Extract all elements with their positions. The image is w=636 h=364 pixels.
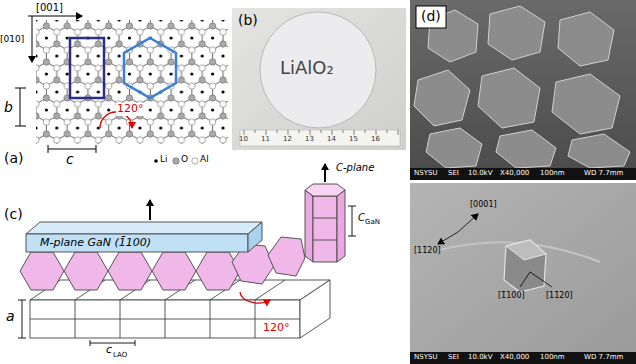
- angle-label: 120°: [116, 103, 145, 116]
- sem-info: 100nm: [540, 353, 565, 361]
- ruler-number: 15: [349, 135, 358, 143]
- direction-label: [11̄20]: [414, 246, 441, 255]
- sem-info: 100nm: [540, 169, 565, 177]
- sem-info: WD 7.7mm: [584, 353, 623, 361]
- panel-label: (a): [4, 150, 24, 166]
- direction-label: [001]: [36, 2, 63, 14]
- sem-info: 10.0kV: [468, 353, 492, 361]
- direction-label: [0001]: [470, 200, 497, 209]
- direction-label: [11̄20]: [546, 291, 573, 300]
- ruler-number: 10: [239, 135, 248, 143]
- wafer-photo: [232, 8, 406, 150]
- sem-info: NSYSU: [414, 169, 438, 177]
- atom-label: O: [181, 154, 188, 164]
- dimension-label: c: [66, 151, 74, 167]
- direction-label: [1̄100]: [498, 291, 525, 300]
- wafer-text: LiAlO₂: [280, 58, 334, 79]
- crystal-lattice: [15, 16, 228, 164]
- sem-info: X40,000: [500, 353, 529, 361]
- sem-info: SEI: [448, 353, 459, 361]
- dimension-label: C: [358, 212, 365, 224]
- sem-images: [410, 0, 636, 364]
- sem-info: WD 7.7mm: [584, 169, 623, 177]
- panel-label: (c): [4, 206, 23, 222]
- ruler-number: 11: [261, 135, 270, 143]
- sem-info: X40,000: [500, 169, 529, 177]
- ruler-number: 16: [371, 135, 380, 143]
- ruler-number: 13: [305, 135, 314, 143]
- layer-label: M-plane GaN (1̄100): [40, 237, 151, 250]
- atom-label: Li: [160, 154, 168, 164]
- panel-label: (b): [238, 12, 258, 28]
- angle-label: 120°: [262, 322, 291, 335]
- sem-info: NSYSU: [414, 353, 438, 361]
- dimension-label: b: [4, 99, 13, 115]
- sem-info: SEI: [448, 169, 459, 177]
- sem-info: 10.0kV: [468, 169, 492, 177]
- atom-label: Al: [200, 154, 209, 164]
- ruler-number: 14: [327, 135, 336, 143]
- ruler-number: 12: [283, 135, 292, 143]
- panel-label: (d): [421, 8, 441, 24]
- dimension-label: c: [106, 344, 112, 357]
- dimension-label: a: [6, 308, 15, 324]
- direction-label: [010]: [0, 34, 24, 44]
- plane-label: C-plane: [336, 162, 374, 174]
- dimension-subscript: LAO: [113, 351, 127, 359]
- dimension-subscript: GaN: [365, 218, 380, 226]
- growth-schematic: [18, 164, 356, 346]
